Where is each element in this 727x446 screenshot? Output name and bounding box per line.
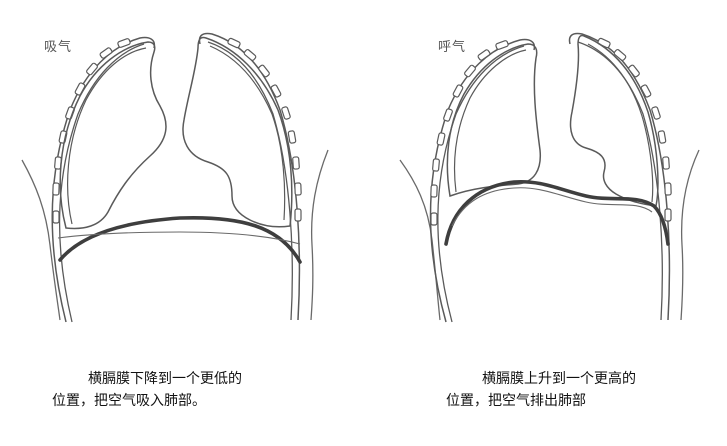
right-lung (569, 34, 659, 207)
exhalation-caption: 横膈膜上升到一个更高的 位置，把空气排出肺部 (446, 368, 636, 412)
left-lung (59, 41, 167, 230)
diaphragm-lowered (58, 215, 302, 264)
right-lung (182, 36, 293, 228)
right-ribcage-inner (207, 41, 293, 321)
exhalation-caption-line1: 横膈膜上升到一个更高的 (482, 371, 636, 387)
left-ribcage-inner (58, 43, 145, 323)
right-ribcage-outer (568, 32, 671, 321)
torso-outline-left (399, 159, 441, 321)
left-lung-inner (453, 49, 527, 193)
exhalation-diagram (399, 32, 700, 323)
inhalation-diagram (21, 32, 329, 323)
inhalation-panel: 吸气 横膈膜下降到一个更低的 位置，把空气吸入肺部。 (0, 0, 363, 446)
torso-outline-left (21, 159, 61, 321)
right-rib-segments (597, 37, 672, 222)
torso-outline-right (680, 149, 700, 321)
right-lung-inner (209, 45, 286, 221)
inhalation-caption-line2: 位置，把空气吸入肺部。 (52, 393, 206, 409)
diaphragm-lowered-shadow (57, 231, 301, 245)
right-lung-inner (587, 43, 654, 203)
right-ribcage-inner (577, 41, 663, 321)
left-rib-segments (430, 40, 509, 226)
exhalation-label: 呼气 (438, 40, 467, 55)
right-rib-segments (227, 37, 302, 222)
diaphragm-raised-shadow (451, 187, 653, 227)
exhalation-panel: 呼气 横膈膜上升到一个更高的 位置，把空气排出肺部 (364, 0, 727, 446)
inhalation-caption: 横膈膜下降到一个更低的 位置，把空气吸入肺部。 (52, 368, 242, 412)
inhalation-label: 吸气 (44, 40, 73, 55)
inhalation-caption-line1: 横膈膜下降到一个更低的 (88, 371, 242, 387)
exhalation-caption-line2: 位置，把空气排出肺部 (446, 393, 586, 409)
left-lung (446, 43, 542, 198)
torso-outline-right (310, 149, 329, 321)
left-lung-inner (67, 47, 147, 225)
diaphragm-raised (444, 179, 670, 246)
